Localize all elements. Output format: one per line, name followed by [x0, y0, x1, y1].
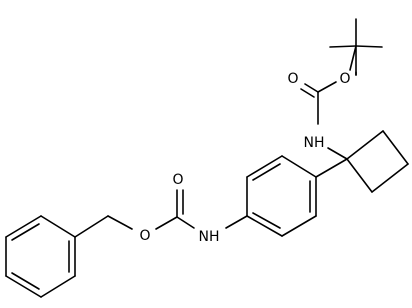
nh-cyclobutyl-bond: [327, 147, 348, 160]
cbz-carbonyl-oxygen: O: [172, 172, 183, 188]
cyclobutyl-phenyl-bond: [315, 158, 348, 178]
cyclobutane-ring: [346, 130, 409, 193]
boc-nh: NH: [304, 135, 325, 151]
tert-butyl-group: [329, 18, 383, 76]
boc-ester-oxygen: O: [339, 71, 350, 87]
central-benzene-ring: [246, 155, 317, 237]
cbz-nh: NH: [199, 229, 220, 245]
phenyl-nh-bond: [225, 215, 248, 229]
cbz-ester-oxygen: O: [139, 228, 150, 244]
cbz-carbamate-group: [74, 189, 195, 238]
benzyl-benzene-ring: [5, 215, 76, 298]
boc-carbonyl-oxygen: O: [287, 71, 298, 87]
boc-carbamate-group: [300, 45, 357, 125]
